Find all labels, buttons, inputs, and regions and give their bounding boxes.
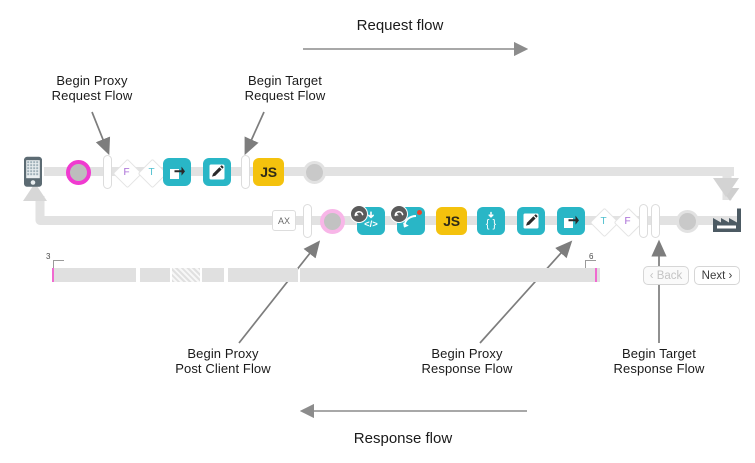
js-label: JS: [260, 164, 277, 180]
share-arrow-icon[interactable]: [163, 158, 191, 186]
condition-true-diamond-icon[interactable]: T: [589, 207, 620, 237]
pencil-edit-icon[interactable]: [203, 158, 231, 186]
condition-true-diamond-icon[interactable]: T: [137, 158, 168, 188]
timeline-marker[interactable]: [52, 268, 54, 282]
policy-bar-icon[interactable]: [639, 204, 648, 238]
condition-letter: T: [600, 215, 607, 227]
timeline-track[interactable]: [0, 268, 755, 282]
timeline-segment-hatched[interactable]: [172, 268, 200, 282]
condition-letter: F: [123, 166, 130, 178]
pencil-edit-icon[interactable]: [517, 207, 545, 235]
policy-bar-icon[interactable]: [241, 155, 250, 189]
flow-start-circle-icon[interactable]: [320, 208, 345, 234]
condition-false-diamond-icon[interactable]: F: [112, 158, 143, 188]
policy-bar-icon[interactable]: [103, 155, 112, 189]
callout-begin-target-request: Begin Target Request Flow: [244, 73, 326, 103]
request-flow-title: Request flow: [356, 17, 444, 34]
response-to-client-arrowhead: [23, 183, 47, 201]
svg-text:{ }: { }: [486, 218, 497, 230]
analytics-ax-icon[interactable]: AX: [272, 210, 296, 231]
timeline-segment[interactable]: [202, 268, 224, 282]
policy-bar-icon[interactable]: [651, 204, 660, 238]
condition-false-diamond-icon[interactable]: F: [613, 207, 644, 237]
flow-end-circle-icon[interactable]: [676, 209, 699, 233]
timeline-start-tick: [53, 260, 54, 274]
callout-begin-proxy-post-client: Begin Proxy Post Client Flow: [175, 346, 271, 376]
rotate-badge-icon: [350, 205, 368, 223]
timeline-segment[interactable]: [300, 268, 600, 282]
timeline-segment[interactable]: [140, 268, 170, 282]
flow-start-circle-icon[interactable]: [66, 159, 91, 185]
condition-letter: F: [624, 215, 631, 227]
timeline-start-tick-bar: [53, 260, 64, 261]
js-label: JS: [443, 213, 460, 229]
response-pipeline-row: AX </> JS: [0, 201, 755, 241]
timeline-marker[interactable]: [595, 268, 597, 282]
request-to-target-arrowhead: [713, 178, 739, 197]
timeline-scrubber[interactable]: 3 6 ‹ Back Next ›: [0, 252, 755, 297]
json-braces-icon[interactable]: { }: [477, 207, 505, 235]
svg-text:</>: </>: [364, 219, 378, 230]
condition-letter: T: [148, 166, 155, 178]
back-button[interactable]: ‹ Back: [643, 266, 689, 285]
status-dot-icon: [417, 210, 422, 215]
callout-begin-proxy-request: Begin Proxy Request Flow: [51, 73, 133, 103]
policy-bar-icon[interactable]: [303, 204, 312, 238]
javascript-policy-icon[interactable]: JS: [436, 207, 467, 235]
request-pipeline-row: F T JS: [0, 152, 755, 192]
javascript-policy-icon[interactable]: JS: [253, 158, 284, 186]
callout-begin-target-response: Begin Target Response Flow: [613, 346, 705, 376]
timeline-end-tick: [585, 260, 586, 274]
redirect-arrow-icon[interactable]: [390, 205, 425, 235]
response-flow-title: Response flow: [353, 430, 453, 447]
next-button[interactable]: Next ›: [694, 266, 740, 285]
flow-end-circle-icon[interactable]: [303, 160, 326, 184]
timeline-end-tick-bar: [585, 260, 596, 261]
share-arrow-icon[interactable]: [557, 207, 585, 235]
timeline-start-tick-label: 3: [46, 252, 51, 261]
ax-label: AX: [277, 215, 290, 226]
timeline-segment[interactable]: [228, 268, 298, 282]
callout-begin-proxy-response: Begin Proxy Response Flow: [421, 346, 513, 376]
timeline-segment[interactable]: [54, 268, 136, 282]
code-xml-icon[interactable]: </>: [350, 205, 385, 235]
timeline-end-tick-label: 6: [589, 252, 594, 261]
rotate-badge-icon: [390, 205, 408, 223]
